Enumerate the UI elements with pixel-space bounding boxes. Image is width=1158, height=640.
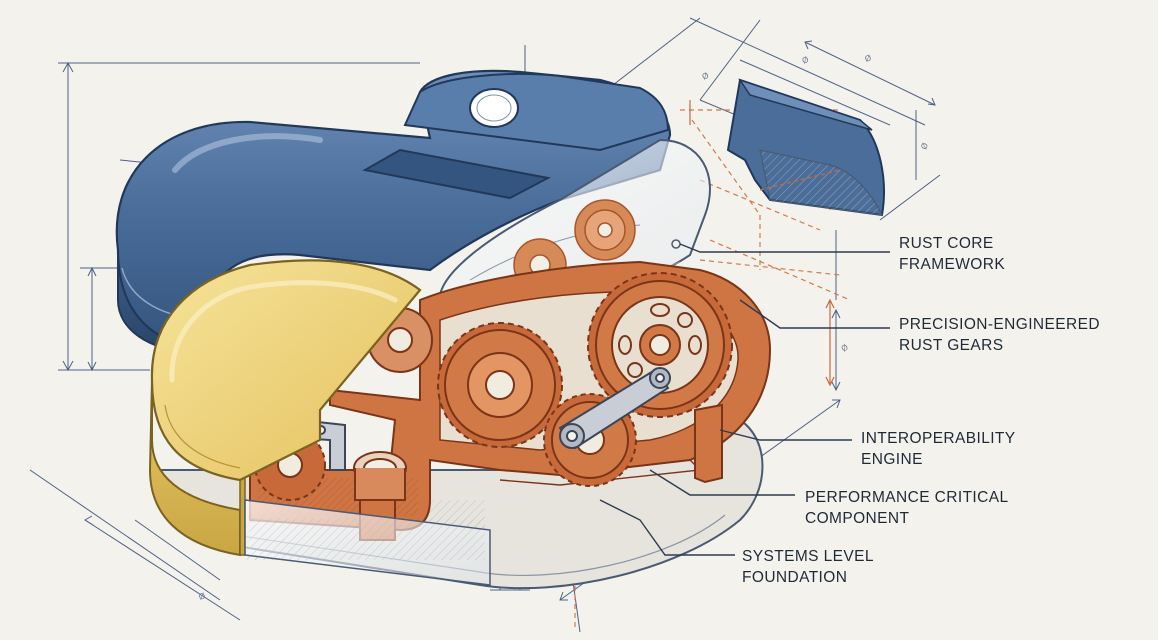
- callout-line: SYSTEMS LEVEL: [742, 548, 874, 565]
- callout-line: INTEROPERABILITY: [861, 430, 1016, 447]
- svg-text:Ø: Ø: [197, 590, 206, 602]
- svg-text:Ø: Ø: [918, 141, 930, 150]
- callout-line: PERFORMANCE CRITICAL: [805, 489, 1009, 506]
- detached-cap-fragment: [726, 78, 885, 217]
- callout-line: PRECISION-ENGINEERED: [899, 316, 1100, 333]
- svg-text:Ø: Ø: [839, 342, 850, 354]
- callout-line: RUST CORE: [899, 235, 994, 252]
- callout-precision-rust-gears: PRECISION-ENGINEERED RUST GEARS: [899, 314, 1100, 356]
- callout-line: FOUNDATION: [742, 569, 848, 586]
- svg-text:Ø: Ø: [863, 52, 872, 64]
- yellow-python-body: [148, 259, 422, 557]
- callout-rust-core-framework: RUST CORE FRAMEWORK: [899, 233, 1005, 275]
- callout-line: COMPONENT: [805, 510, 910, 527]
- steel-linkage-arm: [558, 367, 671, 450]
- callout-interoperability-engine: INTEROPERABILITY ENGINE: [861, 428, 1016, 470]
- svg-text:Ø: Ø: [800, 54, 810, 66]
- glass-lower-wall: [244, 499, 491, 586]
- gear-large-right: [587, 272, 733, 418]
- gear-center: [437, 322, 563, 448]
- leader-lines: [599, 243, 890, 556]
- orange-dimension: [689, 100, 835, 387]
- callout-line: ENGINE: [861, 451, 923, 468]
- rust-posts: [353, 403, 723, 541]
- svg-text:Ø: Ø: [700, 70, 710, 82]
- callout-performance-critical-component: PERFORMANCE CRITICAL COMPONENT: [805, 487, 1009, 529]
- callout-systems-level-foundation: SYSTEMS LEVEL FOUNDATION: [742, 546, 874, 588]
- callout-line: FRAMEWORK: [899, 256, 1006, 273]
- callout-line: RUST GEARS: [899, 337, 1004, 354]
